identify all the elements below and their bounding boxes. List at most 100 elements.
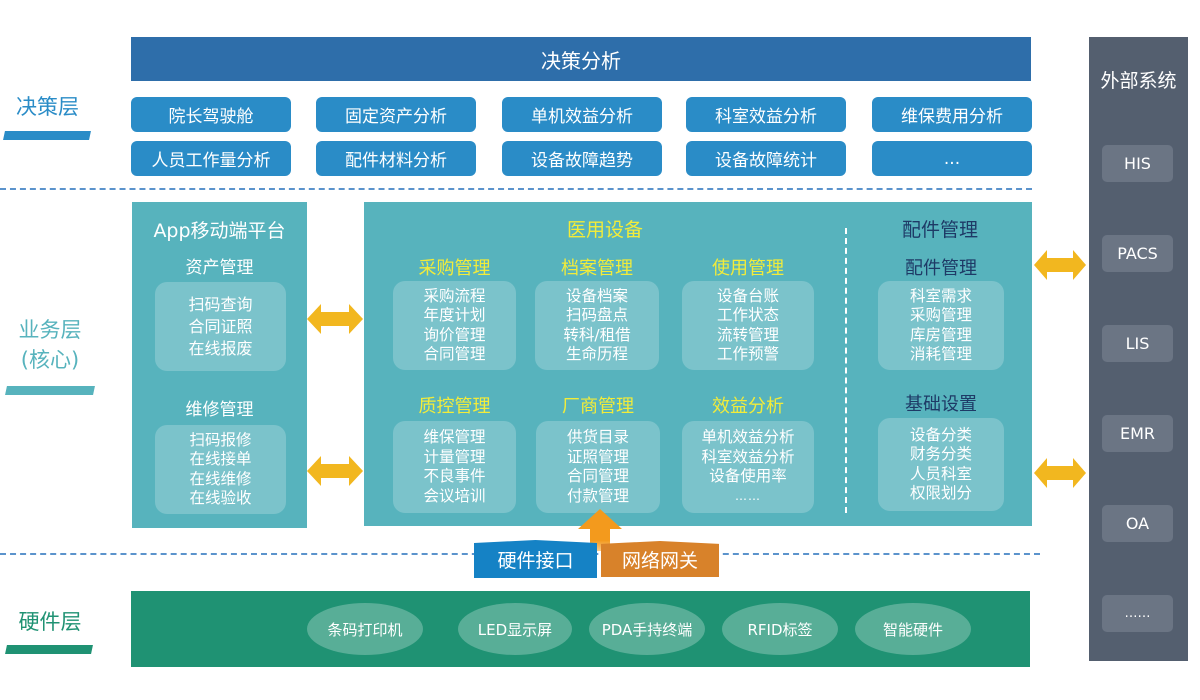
list-item: 库房管理 <box>909 325 972 344</box>
decision-item-fixed-asset-analysis[interactable]: 固定资产分析 <box>316 97 476 132</box>
parts-management-box[interactable]: 科室需求 采购管理 库房管理 消耗管理 <box>878 281 1004 370</box>
usage-management-box[interactable]: 设备台账 工作状态 流转管理 工作预警 <box>682 281 814 370</box>
list-item: 计量管理 <box>423 447 486 466</box>
hardware-item-rfid-tag[interactable]: RFID标签 <box>722 603 838 655</box>
decision-layer-bar <box>3 131 91 140</box>
list-item: 工作预警 <box>716 345 779 363</box>
list-item: 权限划分 <box>909 484 972 502</box>
list-item: 在线接单 <box>189 450 252 468</box>
list-item: 单机效益分析 <box>701 428 795 446</box>
external-system-his[interactable]: HIS <box>1102 145 1173 182</box>
list-item: 扫码报修 <box>189 430 252 449</box>
up-arrow-icon <box>578 509 622 551</box>
list-item: 消耗管理 <box>909 345 972 363</box>
parts-management-section-title: 配件管理 <box>901 219 978 241</box>
list-item: 证照管理 <box>566 447 629 466</box>
vendor-management-title: 厂商管理 <box>562 396 634 417</box>
list-item: 工作状态 <box>716 306 779 324</box>
list-item: 扫码查询 <box>188 294 253 314</box>
list-item: 设备档案 <box>565 286 628 305</box>
bidirectional-arrow-icon <box>1034 458 1086 488</box>
list-item: 在线验收 <box>189 489 252 507</box>
external-system-emr[interactable]: EMR <box>1102 415 1173 452</box>
decision-layer-label: 决策层 <box>16 95 79 119</box>
decision-item-parts-material-analysis[interactable]: 配件材料分析 <box>316 141 476 176</box>
list-item: 合同管理 <box>423 345 486 363</box>
external-system-pacs[interactable]: PACS <box>1102 235 1173 272</box>
vendor-management-box[interactable]: 供货目录 证照管理 合同管理 付款管理 <box>536 421 660 513</box>
external-system-more[interactable]: …… <box>1102 595 1173 632</box>
quality-control-title: 质控管理 <box>418 396 491 417</box>
procurement-management-title: 采购管理 <box>418 258 491 279</box>
core-panel-divider <box>845 228 847 513</box>
list-item: 人员科室 <box>909 464 972 483</box>
list-item: 供货目录 <box>566 428 629 446</box>
list-item: 在线维修 <box>189 469 252 488</box>
business-layer-sublabel: (核心) <box>20 348 80 372</box>
app-repair-management-title: 维修管理 <box>185 400 254 420</box>
decision-layer-divider <box>0 188 1032 190</box>
list-item: 财务分类 <box>909 445 972 463</box>
business-layer-label: 业务层 <box>18 318 82 342</box>
list-item: …… <box>735 488 761 503</box>
list-item: 采购管理 <box>909 306 972 324</box>
list-item: 付款管理 <box>566 486 629 505</box>
business-layer-bar <box>5 386 95 395</box>
list-item: 在线报废 <box>188 338 253 358</box>
decision-item-dept-benefit-analysis[interactable]: 科室效益分析 <box>686 97 846 132</box>
hardware-item-pda-terminal[interactable]: PDA手持终端 <box>589 603 705 655</box>
bidirectional-arrow-icon <box>1034 250 1086 280</box>
archive-management-box[interactable]: 设备档案 扫码盘点 转科/租借 生命历程 <box>535 281 659 370</box>
parts-management-title: 配件管理 <box>905 258 977 279</box>
app-asset-management-title: 资产管理 <box>185 258 254 278</box>
list-item: 采购流程 <box>423 286 486 305</box>
list-item: 设备使用率 <box>709 467 787 485</box>
decision-item-fault-trend[interactable]: 设备故障趋势 <box>502 141 662 176</box>
basic-settings-box[interactable]: 设备分类 财务分类 人员科室 权限划分 <box>878 418 1004 511</box>
bidirectional-arrow-icon <box>307 456 363 486</box>
bidirectional-arrow-icon <box>307 304 363 334</box>
list-item: 设备台账 <box>716 286 779 305</box>
external-system-oa[interactable]: OA <box>1102 505 1173 542</box>
list-item: 会议培训 <box>423 486 486 505</box>
benefit-analysis-box[interactable]: 单机效益分析 科室效益分析 设备使用率 …… <box>682 421 814 513</box>
hardware-interface-label: 硬件接口 <box>474 540 597 578</box>
core-business-panel <box>364 202 1032 526</box>
medical-equipment-title: 医用设备 <box>566 219 643 241</box>
app-asset-management-box[interactable]: 扫码查询 合同证照 在线报废 <box>155 282 286 371</box>
list-item: 科室效益分析 <box>701 447 795 466</box>
list-item: 扫码盘点 <box>565 306 628 324</box>
list-item: 合同管理 <box>566 467 629 485</box>
decision-item-unit-benefit-analysis[interactable]: 单机效益分析 <box>502 97 662 132</box>
list-item: 不良事件 <box>423 467 486 485</box>
list-item: 科室需求 <box>909 286 972 305</box>
list-item: 流转管理 <box>716 325 779 344</box>
list-item: 合同证照 <box>188 316 253 336</box>
list-item: 设备分类 <box>909 425 972 444</box>
hardware-layer-label: 硬件层 <box>18 610 82 634</box>
network-gateway-label: 网络网关 <box>601 541 719 577</box>
decision-analysis-header: 决策分析 <box>131 37 1031 81</box>
decision-item-fault-statistics[interactable]: 设备故障统计 <box>686 141 846 176</box>
list-item: 年度计划 <box>423 306 486 324</box>
procurement-management-box[interactable]: 采购流程 年度计划 询价管理 合同管理 <box>393 281 516 370</box>
decision-item-workload-analysis[interactable]: 人员工作量分析 <box>131 141 291 176</box>
archive-management-title: 档案管理 <box>561 258 633 279</box>
list-item: 维保管理 <box>423 428 486 446</box>
hardware-item-smart-hardware[interactable]: 智能硬件 <box>855 603 971 655</box>
hardware-layer-bar <box>5 645 93 654</box>
list-item: 转科/租借 <box>563 325 631 344</box>
decision-item-maintenance-cost-analysis[interactable]: 维保费用分析 <box>872 97 1032 132</box>
app-mobile-panel <box>132 202 307 528</box>
app-mobile-title: App移动端平台 <box>153 220 286 242</box>
external-system-lis[interactable]: LIS <box>1102 325 1173 362</box>
app-repair-management-box[interactable]: 扫码报修 在线接单 在线维修 在线验收 <box>155 425 286 514</box>
quality-control-box[interactable]: 维保管理 计量管理 不良事件 会议培训 <box>393 421 516 513</box>
usage-management-title: 使用管理 <box>712 258 784 279</box>
basic-settings-title: 基础设置 <box>905 394 977 415</box>
hardware-item-led-display[interactable]: LED显示屏 <box>458 603 572 655</box>
list-item: 询价管理 <box>423 325 486 344</box>
decision-item-more[interactable]: ... <box>872 141 1032 176</box>
decision-item-dean-cockpit[interactable]: 院长驾驶舱 <box>131 97 291 132</box>
hardware-item-barcode-printer[interactable]: 条码打印机 <box>307 603 423 655</box>
